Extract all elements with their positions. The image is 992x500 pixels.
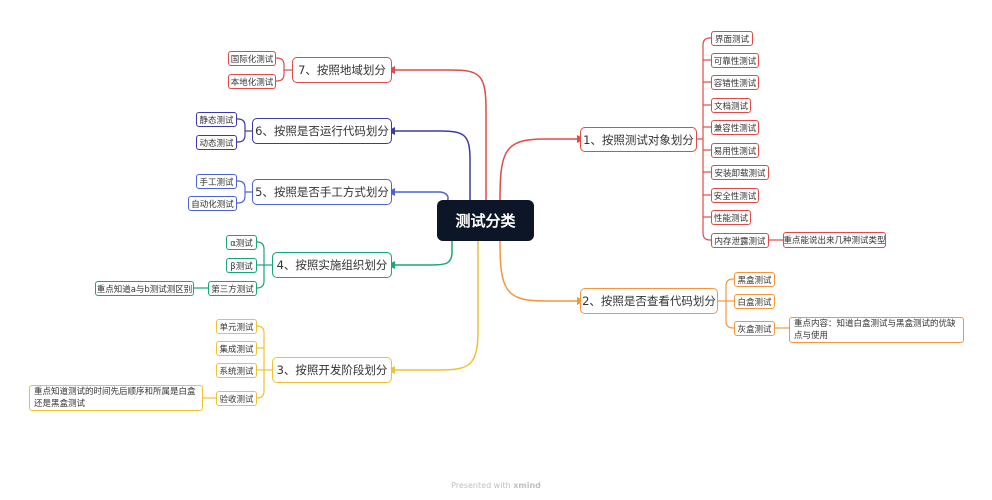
object-item[interactable]: 性能测试 [711, 210, 751, 225]
branch-run[interactable]: 6、按照是否运行代码划分 [252, 118, 392, 144]
branch-region[interactable]: 7、按照地域划分 [292, 57, 392, 83]
region-item[interactable]: 国际化测试 [228, 51, 276, 66]
connector-root-run [392, 130, 471, 200]
branch-object[interactable]: 1、按照测试对象划分 [580, 127, 697, 152]
connectors-stage-items [203, 325, 272, 399]
object-item[interactable]: 安全性测试 [711, 188, 759, 203]
manual-item[interactable]: 自动化测试 [188, 196, 237, 211]
object-item[interactable]: 易用性测试 [711, 143, 759, 158]
object-item[interactable]: 安装卸载测试 [711, 165, 769, 180]
codeview-item[interactable]: 黑盒测试 [734, 272, 775, 287]
connectors-org-items [194, 241, 272, 289]
footer-credit: Presented with xmind [0, 481, 992, 490]
codeview-note[interactable]: 重点内容：知道白盒测试与黑盒测试的优缺点与使用 [789, 317, 964, 343]
stage-item[interactable]: 系统测试 [216, 363, 257, 378]
object-item[interactable]: 内存泄露测试 [711, 233, 769, 248]
root-topic[interactable]: 测试分类 [437, 200, 534, 241]
branch-org[interactable]: 4、按照实施组织划分 [272, 252, 392, 278]
connector-root-stage [392, 241, 479, 371]
org-item[interactable]: 第三方测试 [208, 281, 257, 296]
connectors-region-items [276, 57, 292, 82]
branch-code-view[interactable]: 2、按照是否查看代码划分 [580, 288, 718, 314]
connectors-codeview-items [718, 278, 789, 329]
connector-root-org [392, 230, 453, 266]
connector-root-codeview [499, 240, 580, 302]
object-item[interactable]: 可靠性测试 [711, 53, 759, 68]
codeview-item[interactable]: 白盒测试 [734, 294, 775, 309]
connectors-manual-items [237, 180, 252, 204]
connector-root-object [499, 138, 580, 201]
org-item[interactable]: β测试 [226, 258, 257, 273]
object-note[interactable]: 重点能说出来几种测试类型 [783, 232, 886, 248]
manual-item[interactable]: 手工测试 [196, 174, 237, 189]
object-item[interactable]: 界面测试 [711, 31, 753, 46]
org-note[interactable]: 重点知道a与b测试测区别 [95, 281, 194, 296]
object-item[interactable]: 文档测试 [711, 98, 751, 113]
branch-manual[interactable]: 5、按照是否手工方式划分 [252, 179, 392, 205]
run-item[interactable]: 动态测试 [196, 135, 237, 150]
run-item[interactable]: 静态测试 [196, 112, 237, 127]
branch-stage[interactable]: 3、按照开发阶段划分 [272, 357, 392, 383]
stage-item[interactable]: 单元测试 [216, 319, 257, 334]
codeview-item[interactable]: 灰盒测试 [734, 321, 775, 336]
connectors-object-items [697, 37, 783, 241]
footer-brand: xmind [513, 481, 541, 490]
object-item[interactable]: 容错性测试 [711, 75, 759, 90]
region-item[interactable]: 本地化测试 [228, 74, 276, 89]
object-item[interactable]: 兼容性测试 [711, 120, 759, 135]
stage-item[interactable]: 验收测试 [216, 391, 257, 406]
org-item[interactable]: α测试 [226, 235, 257, 250]
connectors-run-items [237, 118, 252, 143]
connector-root-region [392, 69, 487, 200]
stage-note[interactable]: 重点知道测试的时间先后顺序和所属是白盒还是黑盒测试 [29, 385, 203, 411]
footer-prefix: Presented with [451, 481, 511, 490]
stage-item[interactable]: 集成测试 [216, 341, 257, 356]
